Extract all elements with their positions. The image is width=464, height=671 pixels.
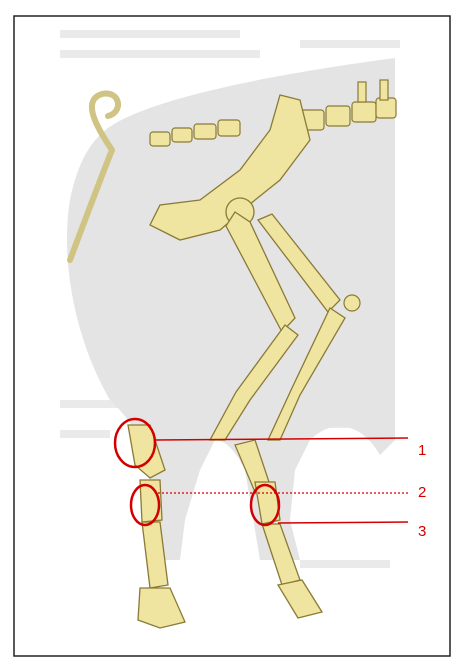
callout-label-2: 2 [418, 485, 426, 500]
leader-line-3 [278, 522, 408, 523]
callout-label-3: 3 [418, 524, 426, 539]
callout-label-1: 1 [418, 443, 426, 458]
patella [344, 295, 360, 311]
